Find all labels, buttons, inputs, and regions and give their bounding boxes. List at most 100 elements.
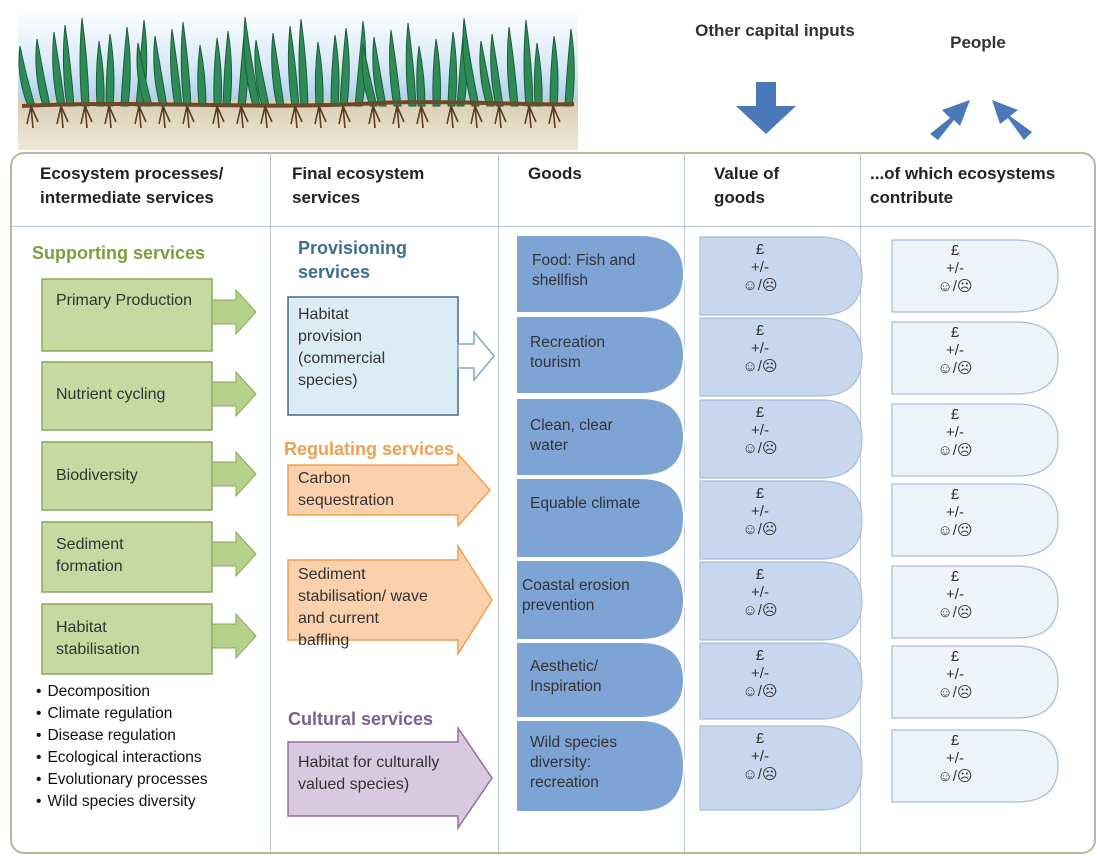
value-symbol-line: £ (755, 730, 765, 747)
sediment-stabilisation-label: Sediment stabilisation/ wave and current… (298, 566, 428, 649)
value-symbols: £+/-☺/☹ (720, 404, 800, 458)
value-symbol-line: ☺/☹ (742, 521, 778, 538)
goods-item: Coastal erosion prevention (522, 577, 630, 614)
nutrient-cycling-label: Nutrient cycling (56, 386, 166, 403)
list-item: Decomposition (36, 681, 208, 703)
value-symbol-line: +/- (946, 750, 964, 767)
value-symbol-line: +/- (946, 504, 964, 521)
people-arrow-up-right-icon (992, 100, 1032, 140)
cultural-habitat-arrow (287, 725, 493, 831)
list-item: Ecological interactions (36, 747, 208, 769)
list-item: Disease regulation (36, 725, 208, 747)
value-symbols: £+/-☺/☹ (915, 568, 995, 622)
cultural-habitat-label: Habitat for culturally valued species) (298, 754, 440, 793)
supporting-boxes (41, 278, 257, 675)
goods-tab (515, 559, 686, 641)
list-item: Climate regulation (36, 703, 208, 725)
value-symbol-line: +/- (751, 340, 769, 357)
provisioning-services-heading: Provisioning services (298, 238, 408, 282)
column-divider (860, 152, 861, 852)
sediment-formation-label: Sediment formation (56, 536, 124, 575)
biodiversity-box (41, 441, 257, 511)
value-symbol-line: £ (755, 322, 765, 339)
value-symbol-line: ☺/☹ (937, 684, 973, 701)
list-item: Evolutionary processes (36, 769, 207, 791)
value-symbols: £+/-☺/☹ (720, 566, 800, 620)
other-capital-inputs-arrow-icon (736, 82, 796, 134)
contribution-tab (891, 565, 1059, 639)
value-symbols: £+/-☺/☹ (720, 241, 800, 295)
value-symbol-line: ☺/☹ (937, 278, 973, 295)
column-divider (270, 152, 271, 852)
contribution-tab (891, 321, 1059, 395)
goods-item: Equable climate (530, 495, 641, 512)
goods-tab (515, 397, 686, 477)
value-symbol-line: £ (950, 648, 960, 665)
value-symbol-line: ☺/☹ (937, 442, 973, 459)
value-symbol-line: ☺/☹ (937, 522, 973, 539)
value-symbols: £+/-☺/☹ (915, 242, 995, 296)
sediment-formation-box (41, 521, 257, 593)
list-item: Wild species diversity (36, 791, 208, 813)
value-symbol-line: £ (755, 485, 765, 502)
value-symbol-line: ☺/☹ (742, 766, 778, 783)
other-capital-inputs-label: Other capital inputs (695, 21, 855, 40)
value-symbols: £+/-☺/☹ (915, 648, 995, 702)
primary-production-box (41, 278, 257, 352)
sediment-stabilisation-arrow (287, 543, 493, 657)
column-divider (684, 152, 685, 852)
value-symbol-line: £ (755, 404, 765, 421)
primary-production-label: Primary Production (56, 292, 193, 309)
value-symbol-line: £ (950, 406, 960, 423)
value-symbol-line: ☺/☹ (742, 683, 778, 700)
value-symbol-line: +/- (946, 424, 964, 441)
goods-item: Food: Fish and shellfish (532, 252, 636, 289)
value-symbol-line: +/- (946, 342, 964, 359)
goods-tab (515, 719, 686, 813)
value-symbols: £+/-☺/☹ (720, 647, 800, 701)
value-symbol-line: +/- (946, 666, 964, 683)
value-symbols: £+/-☺/☹ (915, 324, 995, 378)
regulating-services-heading: Regulating services (284, 439, 455, 459)
value-symbol-line: +/- (946, 260, 964, 277)
value-symbol-line: ☺/☹ (742, 602, 778, 619)
habitat-stabilisation-label: Habitat stabilisation (56, 619, 140, 658)
habitat-stabilisation-box (41, 603, 257, 675)
value-symbol-line: +/- (751, 665, 769, 682)
value-symbols: £+/-☺/☹ (915, 406, 995, 460)
value-symbols: £+/-☺/☹ (915, 732, 995, 786)
value-symbol-line: ☺/☹ (742, 358, 778, 375)
value-symbol-line: +/- (751, 503, 769, 520)
value-tab (699, 480, 863, 560)
value-symbol-line: +/- (751, 584, 769, 601)
value-symbol-line: £ (950, 486, 960, 503)
value-symbol-line: ☺/☹ (937, 360, 973, 377)
value-symbol-line: ☺/☹ (937, 604, 973, 621)
value-symbol-line: ☺/☹ (742, 440, 778, 457)
contribution-tab (891, 403, 1059, 477)
value-tab (699, 399, 863, 479)
supporting-bullet-list: Decomposition Climate regulation Disease… (36, 681, 208, 813)
value-symbol-line: £ (950, 242, 960, 259)
goods-item: Recreation tourism (530, 334, 605, 371)
carbon-sequestration-label: Carbon sequestration (298, 470, 395, 509)
contribution-tab (891, 729, 1059, 803)
contribution-tab (891, 483, 1059, 557)
people-label: People (950, 33, 1006, 52)
habitat-provision-box (287, 296, 495, 416)
goods-item: Aesthetic/ Inspiration (530, 658, 602, 695)
goods-tab (515, 234, 686, 314)
value-symbol-line: ☺/☹ (742, 277, 778, 294)
value-symbols: £+/-☺/☹ (720, 730, 800, 784)
column-header-goods: Goods (528, 164, 582, 183)
goods-tab (515, 641, 686, 719)
habitat-provision-label: Habitat provision (commercial species) (298, 306, 386, 389)
goods-tab (515, 477, 686, 559)
column-header-value: Value of goods (714, 164, 780, 207)
biodiversity-label: Biodiversity (56, 467, 138, 484)
value-symbols: £+/-☺/☹ (720, 485, 800, 539)
value-symbol-line: £ (950, 324, 960, 341)
value-symbol-line: +/- (751, 748, 769, 765)
value-symbol-line: +/- (751, 259, 769, 276)
